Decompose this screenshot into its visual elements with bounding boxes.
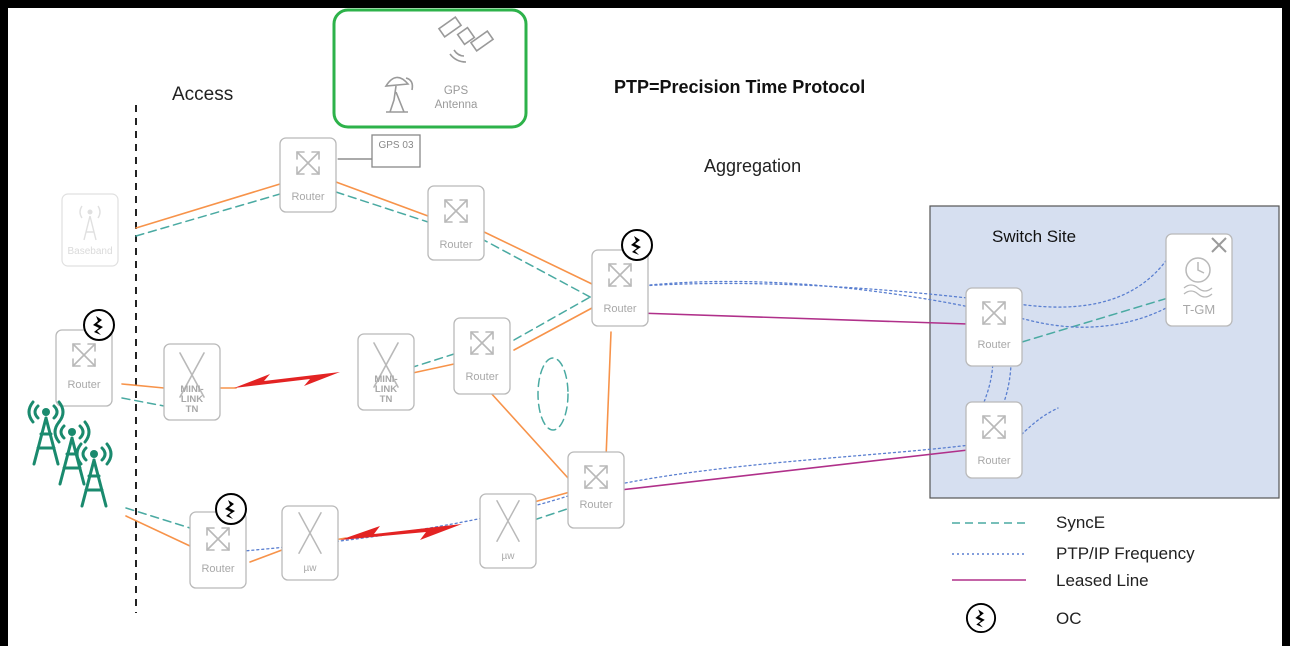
router-switch-site-upper: Router — [965, 287, 1023, 367]
svg-text:Router: Router — [603, 303, 636, 315]
router-top-left: Router — [279, 137, 337, 213]
access-label: Access — [172, 84, 233, 105]
router-switch-site-lower: Router — [965, 401, 1023, 479]
legend: SyncE PTP/IP Frequency Leased Line OC — [952, 513, 1195, 634]
svg-text:Router: Router — [465, 371, 498, 383]
diagram-canvas: Router Router Router Router Router Route… — [8, 8, 1282, 646]
gps-antenna-box — [332, 8, 528, 129]
aggregation-label: Aggregation — [704, 156, 801, 176]
legend-oc-label: OC — [1056, 609, 1082, 628]
microwave-bolt-lower — [340, 524, 462, 540]
router-access-left: Router — [55, 329, 113, 407]
svg-text:Router: Router — [579, 499, 612, 511]
microwave-node-left: µw — [281, 505, 339, 581]
svg-text:Router: Router — [67, 379, 100, 391]
network-diagram: Router Router Router Router Router Route… — [27, 8, 1280, 634]
leased-line-upper — [637, 312, 969, 325]
svg-text:Baseband: Baseband — [67, 246, 112, 257]
svg-text:µw: µw — [304, 563, 318, 574]
gps03-node: GPS 03 — [371, 134, 421, 168]
svg-text:Router: Router — [977, 339, 1010, 351]
router-top-middle: Router — [427, 185, 485, 261]
legend-oc-icon — [965, 602, 997, 634]
svg-text:Router: Router — [439, 239, 472, 251]
svg-text:Router: Router — [201, 563, 234, 575]
router-hub-lower: Router — [567, 451, 625, 529]
router-hub-upper: Router — [591, 249, 649, 327]
leased-line-lower — [619, 449, 969, 491]
svg-text:µw: µw — [502, 551, 516, 562]
oc-clock-icon — [83, 309, 115, 341]
ptp-definition-label: PTP=Precision Time Protocol — [614, 77, 865, 97]
svg-text:Router: Router — [977, 455, 1010, 467]
oc-clock-icon — [215, 493, 247, 525]
router-mid-center: Router — [453, 317, 511, 395]
satellite-icon — [437, 16, 495, 63]
legend-synce-label: SyncE — [1056, 513, 1105, 532]
switch-site-label: Switch Site — [992, 227, 1076, 246]
tgm-node: T-GM — [1165, 233, 1233, 327]
gps-dish-icon — [384, 76, 414, 113]
legend-ptp-label: PTP/IP Frequency — [1056, 544, 1195, 563]
oc-clock-icon — [621, 229, 653, 261]
synce-links — [121, 191, 1169, 529]
cell-tower-icon — [27, 400, 65, 466]
baseband-node: Baseband — [61, 193, 119, 267]
legend-leased-label: Leased Line — [1056, 571, 1149, 590]
microwave-node-right: µw — [479, 493, 537, 569]
svg-text:Router: Router — [291, 191, 324, 203]
microwave-bolt-upper — [234, 372, 340, 388]
svg-text:GPS 03: GPS 03 — [378, 140, 413, 151]
router-bottom-left: Router — [189, 511, 247, 589]
svg-text:T-GM: T-GM — [1183, 302, 1216, 317]
